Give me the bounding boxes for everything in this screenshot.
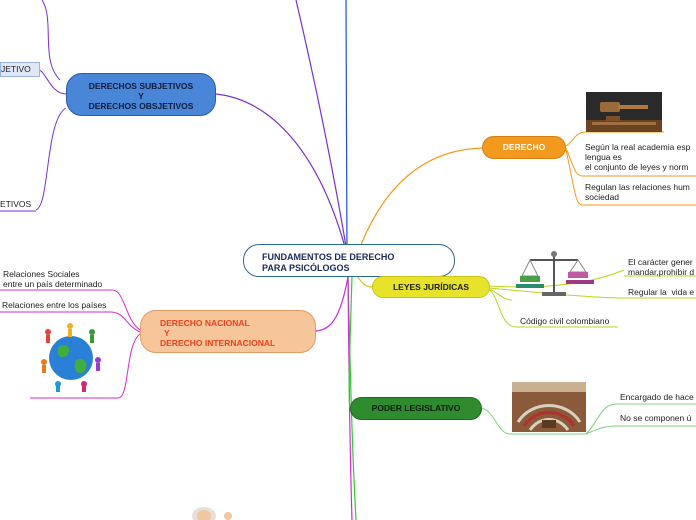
connector-nacional-pic xyxy=(117,333,141,399)
connector-derechos-top xyxy=(41,0,61,81)
central-topic[interactable]: FUNDAMENTOS DE DERECHO PARA PSICÓLOGOS xyxy=(243,244,455,277)
central-topic-line2: PARA PSICÓLOGOS xyxy=(262,263,350,273)
connector-derecho-leaf1 xyxy=(565,147,583,177)
derechos-line2: Y xyxy=(138,91,144,101)
nacional-leaf1-line2: entre un país determinado xyxy=(3,279,103,289)
connector-bottom-magenta xyxy=(347,276,353,520)
connector-leyes-leaf3 xyxy=(489,289,517,328)
topic-derechos-subjetivos[interactable]: DERECHOS SUBJETIVOS Y DERECHOS OBSJETIVO… xyxy=(66,73,216,116)
leyes-leaf1-line2: mandar,prohibir d xyxy=(628,267,695,277)
nacional-leaf1-line1: Relaciones Sociales xyxy=(3,269,80,279)
gavel-icon xyxy=(586,92,662,132)
nacional-line3: DERECHO INTERNACIONAL xyxy=(160,338,276,348)
leyes-leaf1-line1: El carácter gener xyxy=(628,257,693,267)
connector-derechos-bottom xyxy=(35,107,67,211)
nacional-leaf1[interactable]: Relaciones Sociales entre un país determ… xyxy=(3,269,102,289)
derecho-leaf2-line2: sociedad xyxy=(585,192,620,202)
scales-icon xyxy=(516,251,594,296)
connector-nacional xyxy=(315,276,349,332)
connector-derecho-leaf2 xyxy=(565,149,583,206)
topic-poder-legislativo[interactable]: PODER LEGISLATIVO xyxy=(350,397,482,420)
connector-derechos xyxy=(215,93,349,259)
topic-derecho-nacional[interactable]: DERECHO NACIONAL Y DERECHO INTERNACIONAL xyxy=(140,310,316,353)
derechos-leaf-bottom[interactable]: ETIVOS xyxy=(0,199,32,209)
derecho-leaf1-line2: lengua es xyxy=(585,152,622,162)
derechos-line3: DERECHOS OBSJETIVOS xyxy=(88,101,194,111)
derechos-leaf-top[interactable]: JETIVO xyxy=(0,62,40,77)
derecho-leaf2[interactable]: Regulan las relaciones hum sociedad xyxy=(585,182,690,202)
connector-leyes-pic xyxy=(489,288,513,301)
judge-figure-icon xyxy=(192,507,232,520)
connector-leyes-leaf2 xyxy=(489,287,625,299)
nacional-leaf2[interactable]: Relaciones entre los países xyxy=(2,300,107,310)
topic-derecho[interactable]: DERECHO xyxy=(482,136,566,159)
poder-leaf1[interactable]: Encargado de hace xyxy=(620,392,694,402)
leyes-leaf1[interactable]: El carácter gener mandar,prohibir d xyxy=(628,257,694,277)
connector-poder-out xyxy=(481,407,511,435)
derecho-leaf1-line3: el conjunto de leyes y norm xyxy=(585,162,689,172)
connector-poder xyxy=(348,276,353,409)
connector-nacional-leaf2 xyxy=(109,311,141,333)
connector-poder-leaf2 xyxy=(585,425,617,435)
derecho-leaf2-line1: Regulan las relaciones hum xyxy=(585,182,690,192)
central-topic-line1: FUNDAMENTOS DE DERECHO xyxy=(262,252,395,262)
connector-derechos-left xyxy=(37,69,67,95)
connector-top-blue xyxy=(345,0,348,259)
connector-derecho xyxy=(355,147,483,259)
leyes-leaf3[interactable]: Código civil colombiano xyxy=(520,316,610,326)
nacional-line1: DERECHO NACIONAL xyxy=(160,318,250,328)
connector-derecho-pic xyxy=(565,131,587,147)
nacional-line2: Y xyxy=(164,328,170,338)
derechos-line1: DERECHOS SUBJETIVOS xyxy=(88,81,194,91)
globe-people-icon xyxy=(41,323,101,392)
topic-leyes-juridicas[interactable]: LEYES JURÍDICAS xyxy=(372,276,490,298)
parliament-icon xyxy=(512,382,586,432)
connector-top-purple xyxy=(295,0,349,259)
poder-leaf2[interactable]: No se componen ú xyxy=(620,413,692,423)
connector-poder-leaf1 xyxy=(585,403,617,435)
derecho-leaf1-line1: Según la real academia esp xyxy=(585,142,691,152)
leyes-leaf2[interactable]: Regular la vida e xyxy=(628,287,695,297)
derecho-leaf1[interactable]: Según la real academia esp lengua es el … xyxy=(585,142,690,172)
connector-nacional-leaf1 xyxy=(111,289,141,331)
